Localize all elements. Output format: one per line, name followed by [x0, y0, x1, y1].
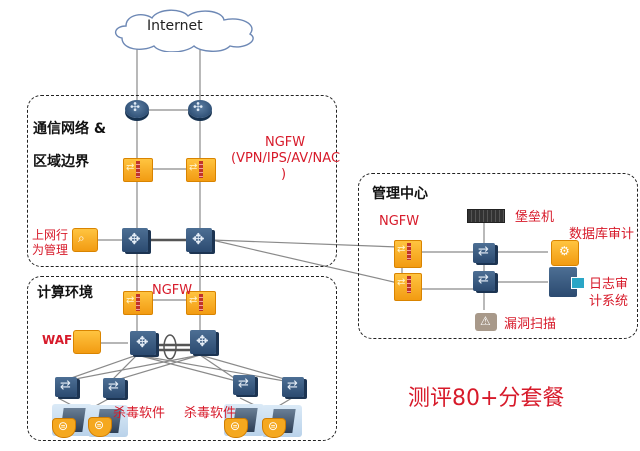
firewall-icon — [394, 240, 422, 268]
ngfw-border-features: (VPN/IPS/AV/NAC — [231, 151, 341, 166]
core-switch-icon — [122, 228, 148, 252]
waf-label: WAF — [42, 333, 73, 347]
zone-comm-title-line2: 区域边界 — [33, 154, 89, 170]
log-audit-label-1: 日志审 — [589, 277, 629, 292]
antivirus-shield-icon — [262, 418, 286, 438]
zone-compute — [27, 276, 337, 441]
ngfw-border-features-close: ) — [281, 167, 287, 182]
gear-icon: ⚙ — [559, 244, 570, 258]
firewall-icon — [186, 291, 216, 315]
vuln-scan-label: 漏洞扫描 — [504, 317, 557, 332]
zone-compute-title: 计算环境 — [37, 285, 93, 301]
access-switch-icon — [233, 375, 255, 395]
bastion-host-icon — [467, 209, 505, 223]
log-audit-label-2: 计系统 — [589, 294, 629, 309]
firewall-icon — [186, 158, 216, 182]
log-audit-icon — [549, 267, 585, 297]
ngfw-border-label: NGFW — [265, 135, 306, 150]
internet-cloud-icon — [115, 9, 254, 52]
internet-label: Internet — [147, 18, 203, 34]
mgmt-link-top — [211, 239, 399, 248]
ngfw-compute-label: NGFW — [152, 283, 193, 298]
firewall-icon — [123, 158, 153, 182]
db-audit-icon: ⚙ — [551, 240, 579, 266]
behavior-mgmt-label-1: 上网行 — [32, 228, 69, 242]
core-switch-icon — [190, 330, 216, 354]
antivirus-shield-icon — [52, 418, 76, 438]
package-label: 测评80+分套餐 — [408, 386, 565, 411]
antivirus-label-2: 杀毒软件 — [184, 406, 237, 421]
access-switch-icon — [282, 377, 304, 397]
db-audit-label: 数据库审计 — [569, 227, 635, 242]
zone-comm-title-line1: 通信网络 & — [33, 121, 107, 137]
core-switch-icon — [130, 331, 156, 355]
mgmt-switch-icon — [473, 243, 495, 263]
behavior-mgmt-label-2: 为管理 — [32, 243, 69, 257]
access-switch-icon — [103, 378, 125, 398]
antivirus-shield-icon — [224, 418, 248, 438]
firewall-icon — [394, 273, 422, 301]
ngfw-mgmt-label: NGFW — [379, 214, 420, 229]
behavior-management-icon: ⌕ — [72, 228, 98, 252]
core-switch-icon — [186, 228, 212, 252]
vuln-scanner-icon — [475, 313, 497, 331]
zone-mgmt-title: 管理中心 — [372, 186, 428, 202]
zone-management — [358, 173, 638, 339]
antivirus-label-1: 杀毒软件 — [113, 406, 166, 421]
zone-communication-boundary — [27, 95, 337, 267]
mgmt-switch-icon — [473, 271, 495, 291]
firewall-icon — [123, 291, 153, 315]
waf-icon — [73, 330, 101, 354]
access-switch-icon — [55, 377, 77, 397]
magnifier-icon: ⌕ — [78, 231, 85, 245]
router-icon — [125, 100, 149, 118]
antivirus-shield-icon — [88, 417, 112, 437]
mgmt-link-bottom — [211, 239, 399, 284]
router-icon — [188, 100, 212, 118]
bastion-label: 堡垒机 — [515, 210, 555, 225]
